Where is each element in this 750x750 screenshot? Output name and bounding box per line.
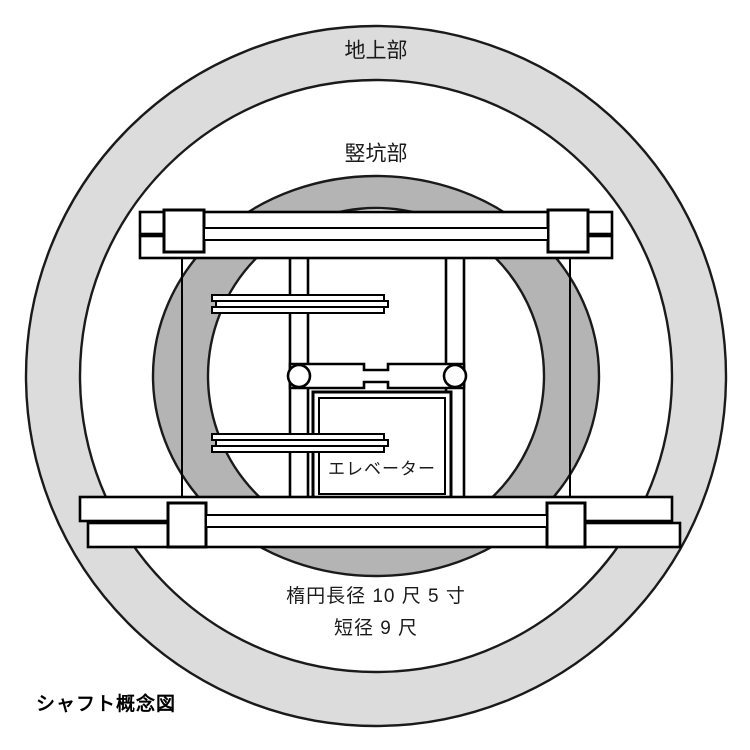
upper-cross-beam-bar-3 [211, 306, 385, 314]
label-elevator: エレベーター [328, 459, 436, 478]
roller-wheel-right [442, 363, 468, 389]
top-beam-block-left [162, 208, 206, 254]
centre-coupling-assembly [286, 362, 468, 390]
label-major-axis: 楕円長径 10 尺 5 寸 [286, 585, 466, 607]
centre-coupling-bar [288, 362, 466, 390]
label-shaft-section: 竪坑部 [345, 143, 408, 166]
figure-caption: シャフト概念図 [36, 692, 176, 715]
bottom-beam-centre-tie [205, 514, 548, 528]
label-minor-axis: 短径 9 尺 [334, 617, 418, 639]
top-beam-centre-tie [203, 227, 549, 241]
hanger-rods [181, 248, 571, 505]
bottom-beam-assembly [78, 495, 682, 549]
top-beam-assembly [138, 208, 614, 260]
bottom-beam-block-left [166, 501, 208, 549]
label-ground-level: 地上部 [345, 40, 408, 63]
roller-wheel-left [286, 363, 312, 389]
top-beam-block-right [546, 208, 590, 254]
lower-cross-beam-bar-3 [211, 445, 385, 453]
bottom-beam-block-right [545, 501, 587, 549]
upper-cross-beam [211, 294, 389, 314]
lower-cross-beam [211, 433, 389, 453]
